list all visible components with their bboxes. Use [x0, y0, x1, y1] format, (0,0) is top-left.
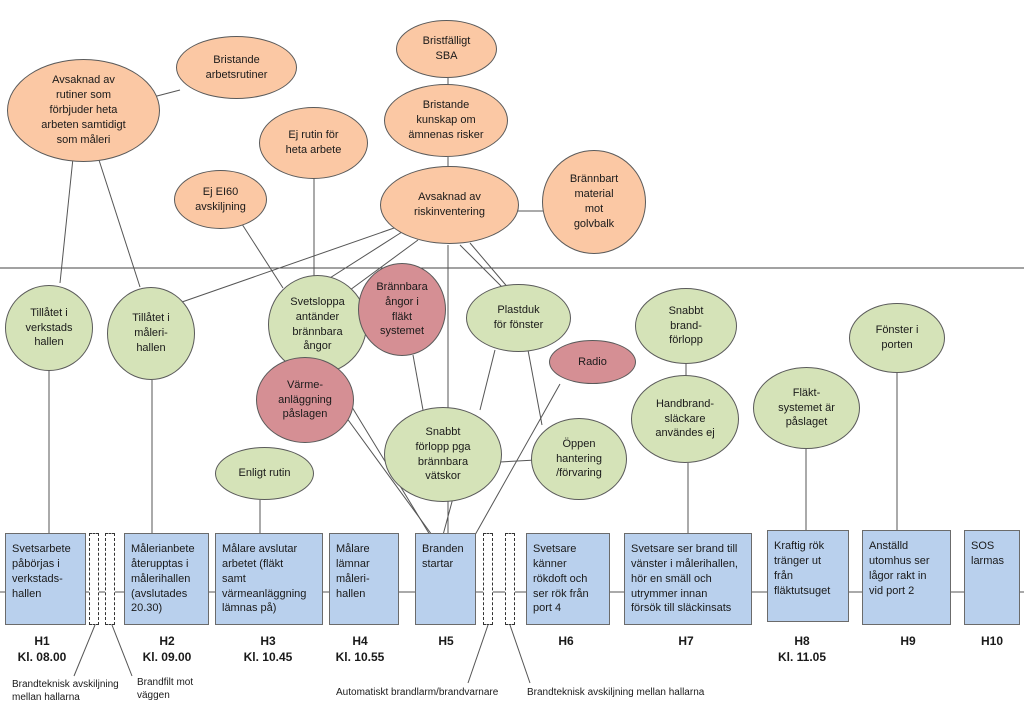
- condition-oppen-hantering: Öppen hantering /förvaring: [531, 418, 627, 500]
- event-label-h5: H5: [438, 634, 454, 648]
- event-label-h8: H8 Kl. 11.05: [777, 634, 827, 665]
- condition-brannbara-angor: Brännbara ångor i fläkt systemet: [358, 263, 446, 356]
- condition-varmeanlaggning: Värme- anläggning påslagen: [256, 357, 354, 443]
- event-box-h9: Anställd utomhus ser lågor rakt in vid p…: [862, 530, 951, 625]
- note-brandlarm: Automatiskt brandlarm/brandvarnare: [336, 687, 499, 698]
- barrier-marker: [105, 533, 115, 625]
- condition-radio: Radio: [549, 340, 636, 384]
- event-box-h1: Svetsarbete påbörjas i verkstads- hallen: [5, 533, 86, 625]
- condition-handbrandslackare: Handbrand- släckare användes ej: [631, 375, 739, 463]
- condition-tillatet-verkstad: Tillåtet i verkstads hallen: [5, 285, 93, 371]
- event-box-h5: Branden startar: [415, 533, 476, 625]
- event-box-h3: Målare avslutar arbetet (fläkt samt värm…: [215, 533, 323, 625]
- cause-ej-rutin-heta-arbete: Ej rutin för heta arbete: [259, 107, 368, 179]
- condition-tillatet-maleri: Tillåtet i måleri- hallen: [107, 287, 195, 380]
- cause-bristande-arbetsrutiner: Bristande arbetsrutiner: [176, 36, 297, 99]
- cause-bristande-kunskap: Bristande kunskap om ämnenas risker: [384, 84, 508, 157]
- event-box-h7: Svetsare ser brand till vänster i måleri…: [624, 533, 752, 625]
- event-label-h2: H2 Kl. 09.00: [142, 634, 192, 665]
- condition-snabbt-forlopp: Snabbt förlopp pga brännbara vätskor: [384, 407, 502, 502]
- event-label-h7: H7: [678, 634, 694, 648]
- barrier-marker: [89, 533, 99, 625]
- condition-enligt-rutin: Enligt rutin: [215, 447, 314, 500]
- event-box-h10: SOS larmas: [964, 530, 1020, 625]
- cause-brannbart-material: Brännbart material mot golvbalk: [542, 150, 646, 254]
- event-label-h3: H3 Kl. 10.45: [243, 634, 293, 665]
- condition-snabbt-brandforlopp: Snabbt brand- förlopp: [635, 288, 737, 364]
- event-label-h10: H10: [980, 634, 1003, 648]
- event-box-h4: Målare lämnar måleri- hallen: [329, 533, 399, 625]
- cause-bristfalligt-sba: Bristfälligt SBA: [396, 20, 497, 78]
- barrier-marker: [505, 533, 515, 625]
- cause-avsaknad-riskinventering: Avsaknad av riskinventering: [380, 166, 519, 244]
- event-label-h4: H4 Kl. 10.55: [335, 634, 385, 665]
- note-brandteknisk-avskiljning-1: Brandteknisk avskiljning mellan hallarna: [12, 679, 119, 703]
- condition-plastduk: Plastduk för fönster: [466, 284, 571, 352]
- condition-fonster-porten: Fönster i porten: [849, 303, 945, 373]
- event-box-h6: Svetsare känner rökdoft och ser rök från…: [526, 533, 610, 625]
- event-label-h6: H6: [558, 634, 574, 648]
- cause-ej-ei60: Ej EI60 avskiljning: [174, 170, 267, 229]
- barrier-marker: [483, 533, 493, 625]
- note-brandfilt: Brandfilt mot väggen: [137, 677, 194, 701]
- note-brandteknisk-avskiljning-2: Brandteknisk avskiljning mellan hallarna: [527, 687, 705, 698]
- condition-flaktsystemet: Fläkt- systemet är påslaget: [753, 367, 860, 449]
- event-label-h9: H9: [900, 634, 916, 648]
- cause-avsaknad-rutiner: Avsaknad av rutiner som förbjuder heta a…: [7, 59, 160, 162]
- event-box-h8: Kraftig rök tränger ut från fläktutsuget: [767, 530, 849, 622]
- event-box-h2: Målerianbete återupptas i målerihallen (…: [124, 533, 209, 625]
- event-label-h1: H1 Kl. 08.00: [17, 634, 67, 665]
